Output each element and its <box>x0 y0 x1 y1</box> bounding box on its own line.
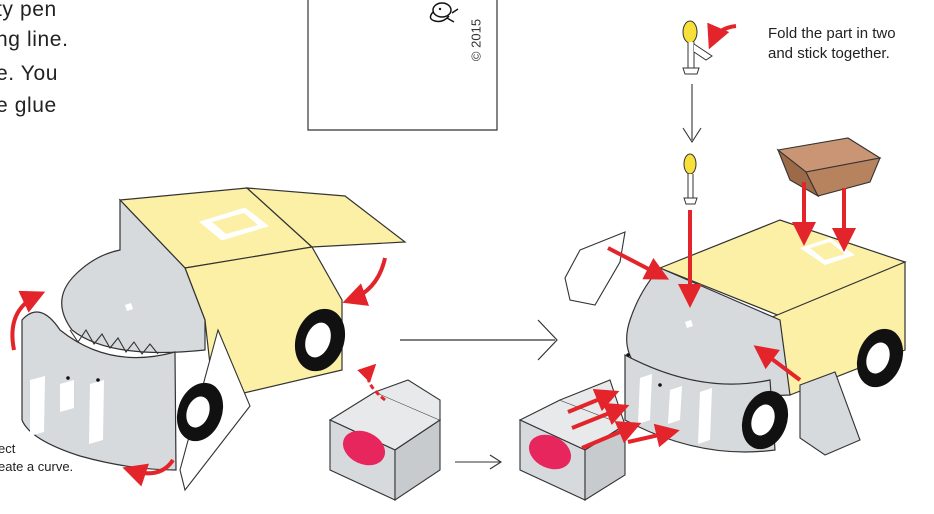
fold-instruction-line-1: Fold the part in two <box>768 25 896 42</box>
step-arrow-small <box>455 454 503 470</box>
headlight-part-folded <box>683 153 698 205</box>
copyright-panel <box>307 0 498 131</box>
intro-text-line-3: e. You <box>0 62 59 85</box>
cargo-box <box>776 137 882 198</box>
curve-instruction-line-1: ect <box>0 441 16 456</box>
fold-instruction-line-2: and stick together. <box>768 45 890 62</box>
intro-text-line-2: ng line. <box>0 28 69 51</box>
lamp-box-closed <box>518 379 627 501</box>
side-panel-part <box>564 231 626 306</box>
step-arrow-main <box>400 319 558 361</box>
curve-instruction-line-2: eate a curve. <box>0 459 74 474</box>
mascot-sketch <box>429 2 459 23</box>
red-assembly-arrows <box>567 22 856 450</box>
intro-text-line-4: e glue <box>0 94 57 117</box>
left-car <box>10 187 407 492</box>
fold-arrow-down <box>682 84 702 144</box>
intro-text-line-1: ty pen <box>0 0 57 21</box>
lamp-box-open <box>328 363 442 502</box>
headlight-part-unfolded <box>682 20 713 75</box>
copyright-label: © 2015 <box>468 18 484 62</box>
right-car <box>624 219 907 456</box>
